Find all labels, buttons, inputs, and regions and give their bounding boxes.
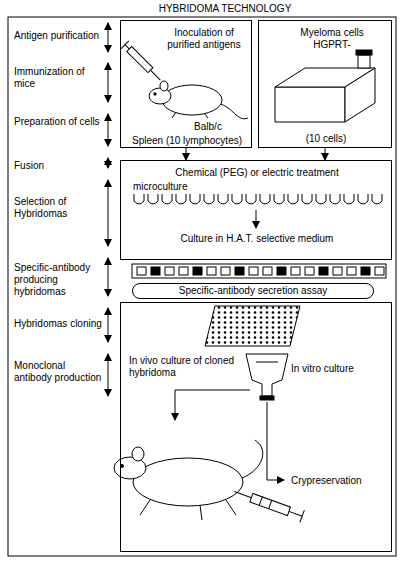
stage-label: Monoclonal antibody production xyxy=(14,360,102,384)
well xyxy=(358,194,368,204)
strip-well xyxy=(333,267,342,275)
strip-well xyxy=(207,267,216,275)
well xyxy=(232,194,242,204)
node-text: Spleen (10 lymphocytes) xyxy=(124,135,250,147)
strip-well xyxy=(263,267,272,275)
stage-arrow xyxy=(108,63,109,102)
stage-arrow xyxy=(108,114,109,146)
well xyxy=(204,194,214,204)
culture-flask xyxy=(246,354,288,400)
well xyxy=(260,194,270,204)
stage-label: Immunization of mice xyxy=(14,66,102,90)
immunization-box: Inoculation of purified antigensBalb/cSp… xyxy=(120,20,252,148)
node-text: Crypreservation xyxy=(291,475,386,487)
well xyxy=(274,194,284,204)
well-strip xyxy=(132,264,386,278)
strip-well xyxy=(165,267,174,275)
production-box: In vivo culture of cloned hybridoma In vi… xyxy=(120,302,392,552)
strip-well xyxy=(319,267,328,275)
myeloma-box: Myeloma cells HGPRT- (10 cells) xyxy=(258,20,392,148)
fusion-box: Chemical (PEG) or electric treatment micr… xyxy=(120,160,392,260)
strip-well xyxy=(347,267,356,275)
stage-label: Specific-antibody producing hybridomas xyxy=(14,262,102,298)
node-text: microculture xyxy=(133,181,223,193)
immunization-mouse xyxy=(121,41,248,119)
stage-arrow xyxy=(108,308,109,342)
well xyxy=(302,194,312,204)
node-text: Balb/c xyxy=(183,121,233,133)
node-text: Inoculation of purified antigens xyxy=(159,27,249,51)
well xyxy=(288,194,298,204)
node-text: Chemical (PEG) or electric treatment xyxy=(137,167,377,179)
strip-well xyxy=(291,267,300,275)
stage-arrow xyxy=(108,258,109,296)
strip-well xyxy=(375,267,384,275)
strip-well xyxy=(305,267,314,275)
well xyxy=(316,194,326,204)
strip-well xyxy=(361,267,370,275)
stage-label: Selection of Hybridomas xyxy=(14,196,102,220)
strip-well xyxy=(137,267,146,275)
well xyxy=(134,194,144,204)
node-text: In vivo culture of cloned hybridoma xyxy=(129,355,239,379)
well xyxy=(162,194,172,204)
stage-arrows xyxy=(108,23,109,396)
cryo-arrow xyxy=(267,402,284,480)
stage-label: Preparation of cells xyxy=(14,116,102,128)
stage-arrow xyxy=(108,158,109,168)
stage-label: Antigen purification xyxy=(14,30,102,42)
title: HYBRIDOMA TECHNOLOGY xyxy=(100,3,350,15)
connector-arrow xyxy=(186,148,187,160)
node-text: Culture in H.A.T. selective medium xyxy=(137,233,377,245)
node-text: (10 cells) xyxy=(289,133,363,145)
node-text: Specific-antibody secretion assay xyxy=(137,285,369,297)
strip-well xyxy=(193,267,202,275)
strip-well xyxy=(179,267,188,275)
strip-well xyxy=(151,267,160,275)
stage-arrow xyxy=(108,23,109,52)
stage-arrow xyxy=(108,180,109,246)
stage-label: Fusion xyxy=(14,160,102,172)
outer-frame xyxy=(8,17,396,556)
strip-well xyxy=(221,267,230,275)
connector-arrow xyxy=(325,148,326,160)
strip-well xyxy=(277,267,286,275)
well-strip-cells xyxy=(137,267,384,275)
injected-mouse xyxy=(114,440,304,522)
assay-band: Specific-antibody secretion assay xyxy=(132,283,374,299)
well xyxy=(372,194,382,204)
well xyxy=(330,194,340,204)
well xyxy=(218,194,228,204)
culture-arrow xyxy=(256,210,257,228)
stage-arrow xyxy=(108,354,109,396)
well xyxy=(190,194,200,204)
well xyxy=(176,194,186,204)
well xyxy=(246,194,256,204)
strip-well xyxy=(235,267,244,275)
stage-label: Hybridomas cloning xyxy=(14,318,102,330)
node-text: Myeloma cells HGPRT- xyxy=(287,27,377,51)
strip-well xyxy=(249,267,258,275)
well xyxy=(344,194,354,204)
in-vivo-arrow xyxy=(175,390,250,420)
microculture-wells xyxy=(134,194,382,204)
node-text: In vitro culture xyxy=(291,363,381,375)
well xyxy=(148,194,158,204)
cloning-plate xyxy=(205,306,300,346)
myeloma-flask xyxy=(275,50,375,122)
